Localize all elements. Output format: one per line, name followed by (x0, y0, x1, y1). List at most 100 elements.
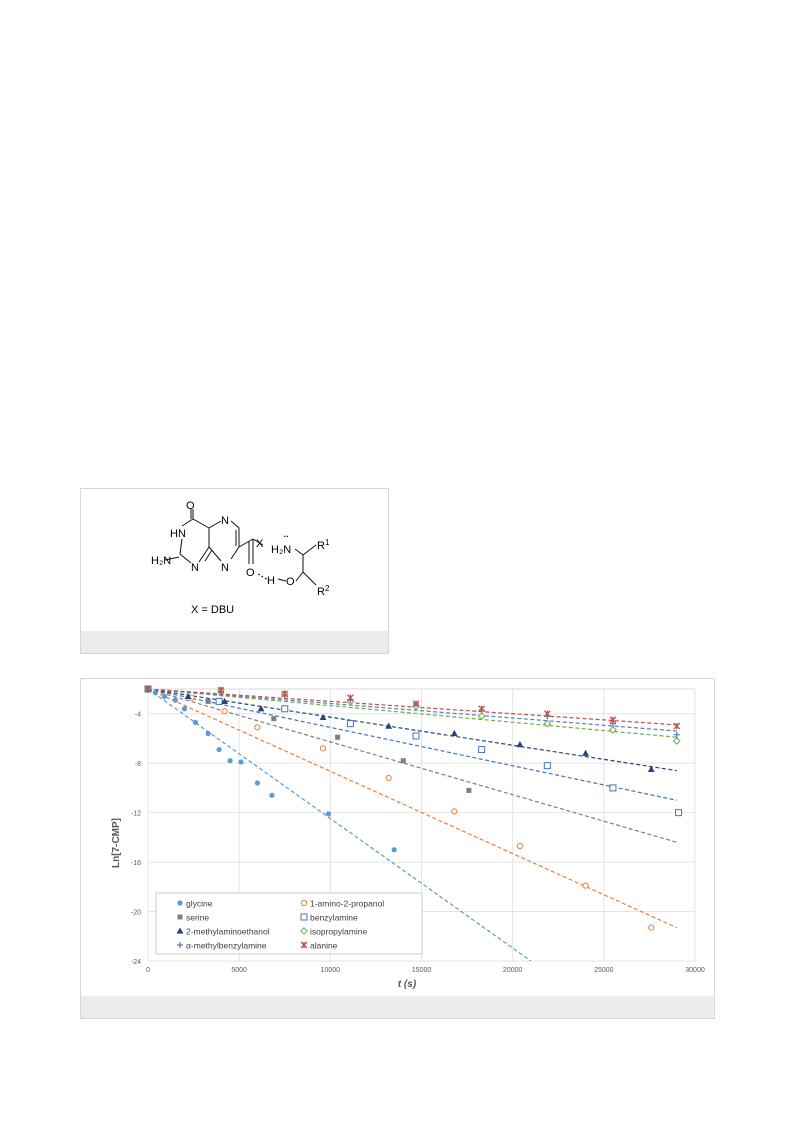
legend-marker-0 (177, 900, 183, 906)
data-point-s3-1 (215, 697, 223, 705)
data-point-s7-6 (543, 710, 551, 718)
data-point-s7-1 (217, 686, 225, 694)
data-point-s1-8 (582, 882, 589, 889)
data-points (144, 685, 683, 931)
data-point-s4-1 (184, 692, 192, 700)
amine-h2n-label: H₂N (271, 544, 291, 556)
data-point-s3-8 (675, 809, 683, 817)
legend-label-4: 2-methylaminoethanol (186, 927, 270, 937)
data-point-s2-2 (271, 716, 277, 722)
pterin-scheme-structure: O HN N N N H₂N X O H O H₂N ¨ R1 R2 X = D… (151, 500, 330, 616)
data-point-s0-4 (181, 706, 188, 712)
data-point-s5-7 (609, 725, 617, 734)
data-point-s4-7 (516, 741, 524, 748)
amino-h2n-label: H₂N (151, 555, 171, 567)
trend-line-3 (148, 689, 677, 801)
data-point-s2-1 (205, 698, 211, 704)
trend-line-5 (148, 689, 677, 738)
scheme-caption: X = DBU (191, 604, 234, 616)
data-point-s4-2 (221, 697, 228, 704)
data-point-s4-6 (450, 729, 458, 737)
y-tick-label: -20 (131, 910, 141, 917)
legend-label-0: glycine (186, 899, 213, 909)
data-point-s0-9 (238, 759, 244, 765)
trend-line-0 (148, 689, 532, 961)
data-point-s1-3 (254, 724, 261, 731)
legend-label-7: alanine (310, 941, 338, 951)
legend-marker-3 (300, 913, 308, 921)
carbonyl-oxygen-label: O (246, 567, 255, 579)
data-point-s1-9 (648, 924, 655, 931)
ring-n2-label: N (221, 562, 229, 574)
data-point-s1-4 (319, 745, 327, 752)
legend-label-2: serine (186, 913, 209, 923)
x-tick-label: 20000 (503, 967, 523, 974)
data-point-s0-1 (152, 690, 158, 696)
oxo-oxygen-label: O (186, 500, 195, 512)
chart-panel-footer (81, 996, 714, 1018)
scheme-panel-footer (81, 631, 388, 653)
data-point-s4-9 (647, 765, 655, 772)
data-point-s0-7 (216, 746, 222, 753)
data-point-s0-6 (205, 730, 211, 737)
x-tick-label: 25000 (594, 967, 614, 974)
data-point-s1-2 (221, 708, 228, 715)
legend-label-6: α-methylbenzylamine (186, 941, 267, 951)
data-point-s3-3 (346, 720, 354, 728)
data-point-s3-7 (609, 784, 617, 792)
data-point-s5-6 (543, 719, 552, 728)
legend-marker-4 (176, 927, 184, 934)
data-point-s4-4 (319, 713, 327, 721)
legend-marker-7 (300, 941, 308, 949)
data-point-s1-6 (451, 808, 458, 815)
y-tick-label: -16 (131, 860, 141, 867)
legend-label-5: isopropylamine (310, 927, 367, 937)
legend-marker-5 (300, 927, 308, 935)
data-point-s5-8 (672, 737, 681, 745)
y-tick-label: -4 (135, 712, 141, 719)
y-tick-label: -24 (131, 959, 141, 966)
data-point-s7-7 (609, 716, 617, 724)
data-point-s3-4 (412, 732, 420, 740)
trend-line-7 (148, 689, 677, 726)
data-point-s3-5 (478, 746, 486, 754)
y-axis-label: Ln[7-CMP] (111, 818, 122, 868)
x-tick-label: 15000 (412, 967, 432, 974)
legend-marker-2 (177, 914, 183, 920)
hn-label: HN (170, 528, 186, 540)
data-point-s4-3 (257, 705, 265, 712)
data-point-s0-5 (192, 719, 199, 725)
ring-n1-label: N (191, 562, 199, 574)
scheme-panel: O HN N N N H₂N X O H O H₂N ¨ R1 R2 X = D… (80, 488, 389, 654)
y-tick-label: -8 (135, 761, 141, 768)
data-point-s0-8 (227, 758, 233, 764)
legend-marker-6 (177, 942, 183, 948)
data-point-s3-2 (281, 705, 289, 713)
r2-label: R2 (317, 584, 330, 598)
data-point-s7-0 (144, 685, 152, 693)
trend-line-6 (148, 689, 677, 732)
data-point-s4-5 (385, 722, 393, 729)
x-tick-label: 10000 (321, 967, 341, 974)
hydroxyl-oxygen-label: O (286, 576, 295, 588)
trend-line-1 (148, 689, 678, 929)
data-point-s0-12 (325, 811, 332, 817)
legend-marker-1 (300, 899, 308, 907)
data-point-s2-3 (335, 734, 341, 740)
x-tick-label: 30000 (685, 967, 705, 974)
legend-label-3: benzylamine (310, 913, 358, 923)
r1-label: R1 (317, 538, 330, 552)
data-point-s0-13 (391, 847, 397, 853)
x-axis-label: t (s) (398, 979, 417, 990)
data-point-s0-2 (161, 693, 168, 700)
data-point-s2-4 (400, 758, 406, 764)
data-point-s7-3 (346, 694, 354, 702)
data-point-s7-5 (478, 705, 486, 713)
data-point-s2-5 (466, 787, 472, 793)
lone-pair-dots: ¨ (284, 533, 288, 547)
x-tick-label: 0 (146, 967, 150, 974)
